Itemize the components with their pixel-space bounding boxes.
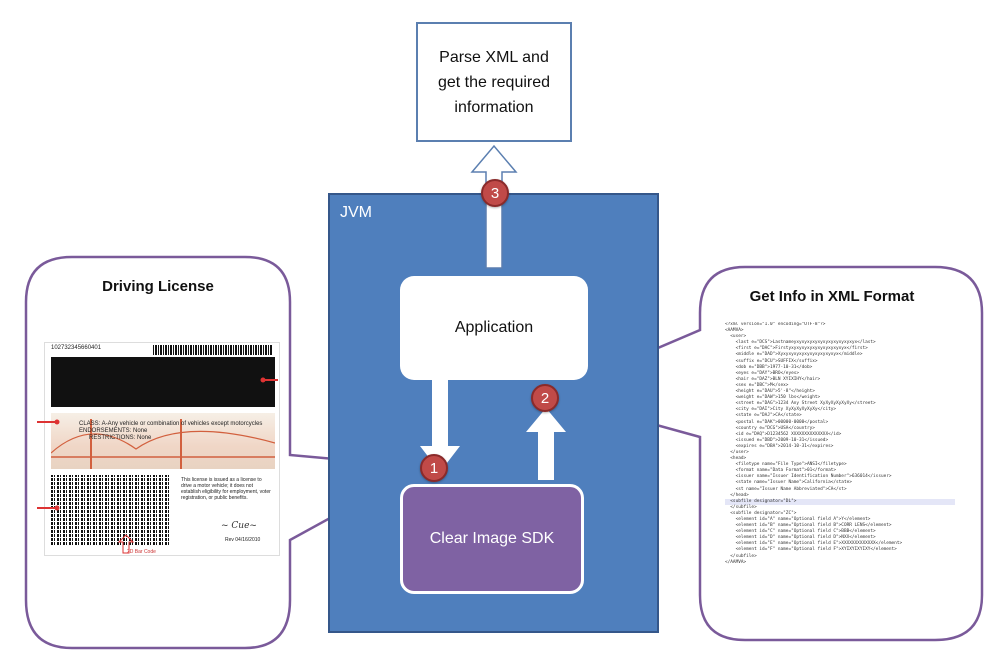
xml-line: <user>: [725, 334, 747, 340]
xml-line: <id e="DAQ">D1234562 XXXXXXXXXXXXXX</id>: [725, 431, 842, 437]
xml-line: </subfile>: [725, 504, 757, 510]
xml-line: <element id="F" name="Optional field F">…: [725, 547, 897, 553]
xml-line: </AAMVA>: [725, 559, 747, 565]
xml-line: <suffix e="DCU">SUFFIX</suffix>: [725, 358, 818, 364]
xml-line: </head>: [725, 492, 749, 498]
xml-line: <street e="DAG">1234 Any Street XyXyXyXy…: [725, 401, 876, 407]
linear-barcode: [153, 345, 273, 355]
xml-line: <?xml version="1.0" encoding="UTF-8"?>: [725, 322, 826, 327]
xml-line: <head>: [725, 456, 747, 462]
parse-xml-box: Parse XML and get the required informati…: [416, 22, 572, 142]
xml-line: <subfile designator="DL">: [725, 498, 955, 505]
arrow-down-to-sdk: [420, 380, 460, 472]
pdf417-barcode: [51, 475, 171, 545]
xml-line: <weight e="DAW">150 lbs</weight>: [725, 395, 821, 401]
xml-line: <country e="DCG">USA</country>: [725, 425, 815, 431]
clear-image-sdk-box: Clear Image SDK: [400, 484, 584, 594]
xml-line: <format name="Data Format">01</format>: [725, 468, 837, 474]
driving-license-image: 102732345660401 CLASS: A-Any vehicle or …: [44, 342, 280, 556]
xml-line: <sex e="DBC">M</sex>: [725, 382, 789, 388]
xml-line: <state name="Issuer Name">California</st…: [725, 480, 852, 486]
magnetic-stripe: [51, 357, 275, 407]
xml-output-text: <?xml version="1.0" encoding="UTF-8"?><A…: [725, 322, 955, 566]
xml-line: <element id="B" name="Optional field B">…: [725, 523, 892, 529]
arrow-up-to-application: [526, 408, 566, 480]
application-box: Application: [400, 276, 588, 380]
license-restrictions: RESTRICTIONS: None: [89, 435, 152, 441]
jvm-label: JVM: [340, 204, 372, 221]
xml-line: <element id="D" name="Optional field D">…: [725, 535, 876, 541]
xml-line: <element id="E" name="Optional field E">…: [725, 541, 903, 547]
xml-callout-title: Get Info in XML Format: [749, 288, 915, 305]
xml-line: <element id="A" name="Optional field A">…: [725, 517, 871, 522]
barcode-label: 2D Bar Code: [127, 549, 156, 555]
xml-line: <last e="DCS">Lastnameyxyxyxyxyxyxyxyxyx…: [725, 340, 876, 346]
xml-line: <eyes e="DAY">BRO</eyes>: [725, 370, 800, 376]
xml-line: <state e="DAJ">CA</state>: [725, 413, 802, 419]
arrow-up-to-parse: [470, 144, 518, 269]
license-callout-title: Driving License: [102, 278, 214, 295]
application-label: Application: [454, 319, 534, 336]
sdk-label: Clear Image SDK: [429, 530, 555, 547]
license-revision: Rev 04/16/2010: [225, 537, 261, 543]
license-class-line: CLASS: A-Any vehicle or combination of v…: [79, 421, 263, 427]
bridge-icon: [50, 419, 276, 469]
license-notice: This license is issued as a license to d…: [181, 477, 271, 501]
xml-line: <AAMVA>: [725, 328, 744, 334]
bridge-artwork: CLASS: A-Any vehicle or combination of v…: [50, 413, 276, 469]
xml-line: <hair e="DAZ">BLN XYIXIHY</hair>: [725, 376, 821, 382]
xml-line: <postal e="DAK">00000-0000</postal>: [725, 419, 829, 425]
signature-icon: ~ Cue~: [221, 521, 257, 531]
step-3-badge: 3: [481, 179, 509, 207]
xml-line: </user>: [725, 449, 749, 455]
xml-line: <dob e="DBB">1977-10-31</dob>: [725, 364, 813, 370]
xml-line: <expires e="DBA">2014-10-31</expires>: [725, 443, 834, 449]
xml-line: <filetype name="File Type">ANSI</filetyp…: [725, 462, 847, 468]
license-number: 102732345660401: [51, 345, 102, 351]
xml-line: <subfile designator="ZC">: [725, 510, 797, 516]
parse-xml-text: Parse XML and get the required informati…: [437, 48, 551, 116]
xml-line: <city e="DAI">City XyXyXyXyXyXy</city>: [725, 407, 837, 413]
license-endorsements: ENDORSEMENTS: None: [79, 428, 148, 434]
step-2-badge: 2: [531, 384, 559, 412]
xml-line: </subfile>: [725, 553, 757, 559]
xml-line: <first e="DAC">Firstyxyxyxyxyxyxyxyxyxyx…: [725, 346, 868, 352]
step-1-badge: 1: [420, 454, 448, 482]
xml-line: <height e="DAU">5'-8"</height>: [725, 389, 815, 395]
xml-line: <st name="Issuer Name Abbreviated">CA</s…: [725, 486, 847, 492]
xml-line: <issued e="DBD">2009-10-31</issued>: [725, 437, 829, 443]
xml-line: <element id="C" name="Optional field C">…: [725, 529, 876, 535]
xml-line: <issuer name="Issuer Identification Numb…: [725, 474, 892, 480]
xml-line: <middle e="DAD">Xyxyxyxyxyxyxyxyxyxyxyx<…: [725, 352, 863, 358]
